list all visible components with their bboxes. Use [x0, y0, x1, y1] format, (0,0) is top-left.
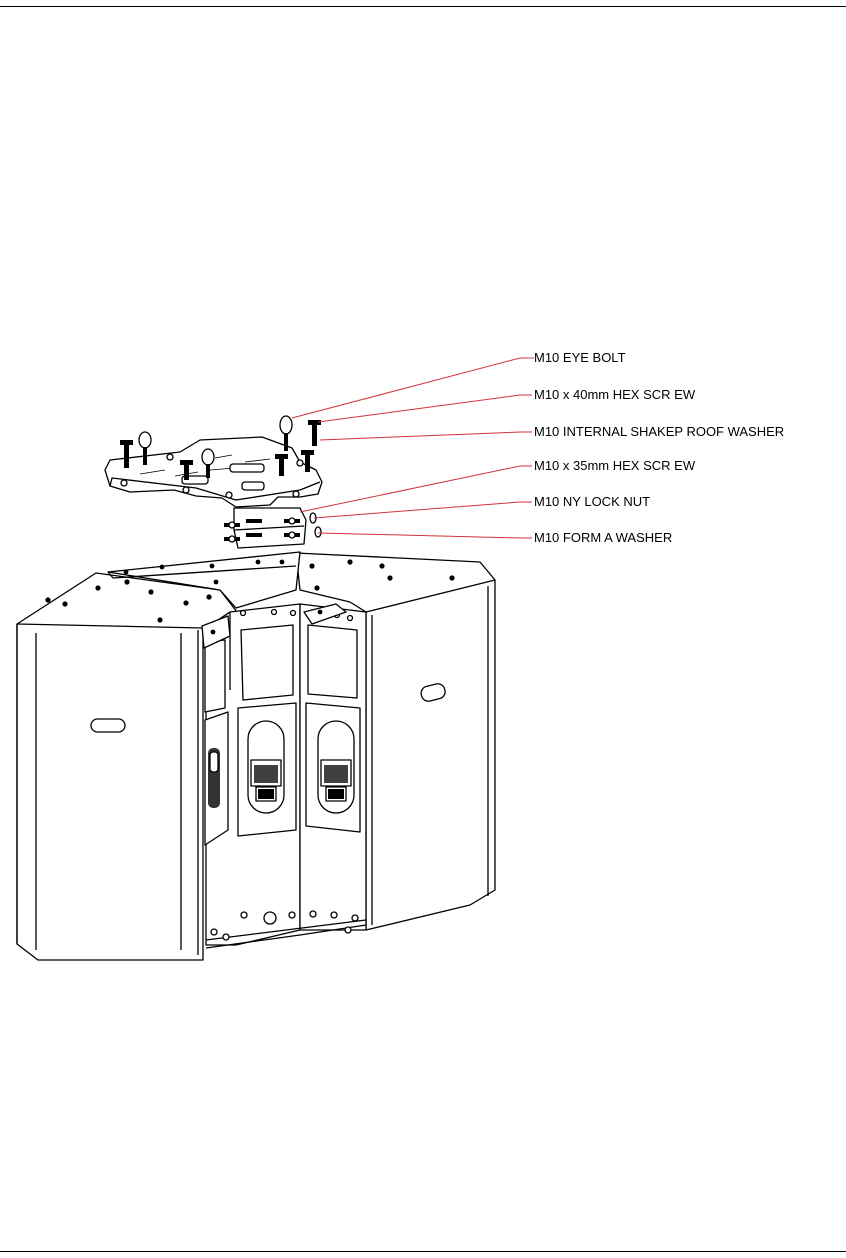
callout-nylock-nut: M10 NY LOCK NUT — [534, 494, 650, 509]
header-rule — [0, 6, 846, 7]
right-waveguide-icon — [317, 720, 355, 814]
cabinet-link-brackets — [201, 603, 347, 649]
callout-leaders — [291, 357, 534, 539]
speaker-cabinet-array — [16, 551, 496, 961]
footer-rule — [0, 1251, 846, 1252]
callout-hex-screw-40mm: M10 x 40mm HEX SCR EW — [534, 387, 696, 402]
bracket-fasteners — [224, 512, 322, 543]
right-cabinet — [295, 552, 496, 931]
callout-shakeproof-washer: M10 INTERNAL SHAKEP ROOF WASHER — [534, 424, 784, 439]
callout-eye-bolt: M10 EYE BOLT — [534, 350, 626, 365]
callout-form-a-washer: M10 FORM A WASHER — [534, 530, 672, 545]
fly-frame-assembly — [104, 415, 323, 549]
left-handle-icon — [90, 718, 126, 733]
callout-hex-screw-35mm: M10 x 35mm HEX SCR EW — [534, 458, 696, 473]
callout-labels: M10 EYE BOLT M10 x 40mm HEX SCR EW M10 I… — [534, 350, 784, 545]
left-cabinet — [16, 572, 238, 961]
center-cabinet — [107, 551, 367, 949]
hex-screw-icon — [120, 420, 321, 480]
right-handle-icon — [420, 683, 446, 702]
eye-bolt-icon — [138, 415, 293, 478]
left-waveguide-icon — [247, 720, 285, 814]
